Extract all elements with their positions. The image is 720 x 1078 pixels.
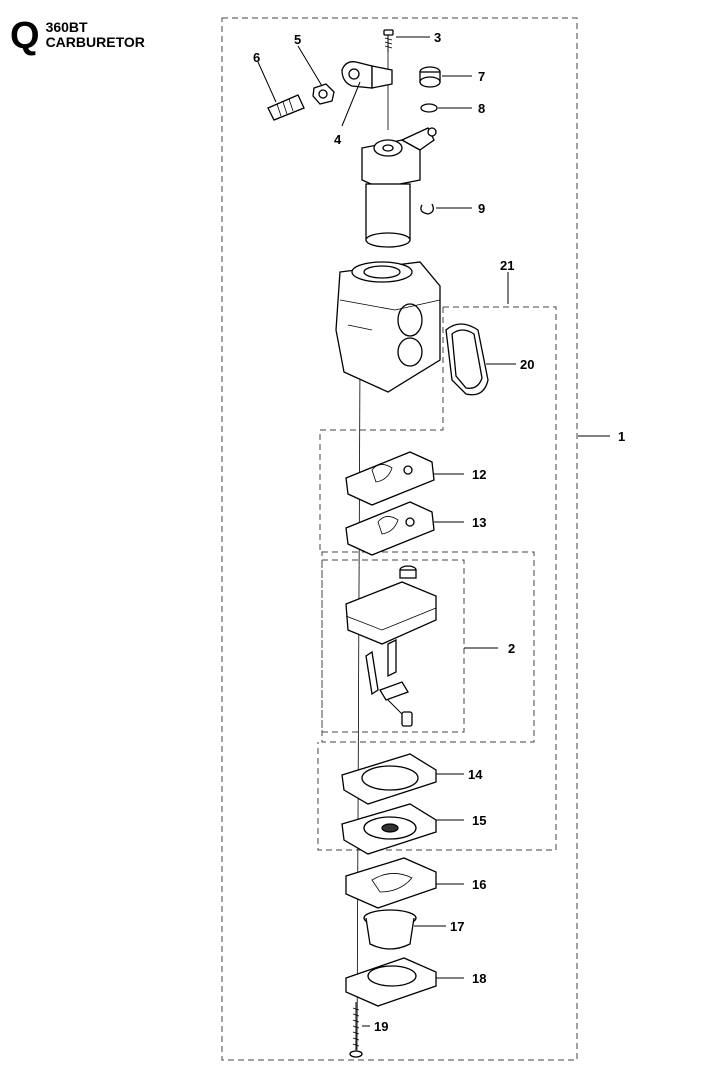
- part-gasket-12: [345, 451, 435, 506]
- assembly-box-21-top: [319, 307, 444, 550]
- callout-3: 3: [434, 30, 441, 45]
- part-cup-17: [363, 909, 417, 950]
- part-clip-9: [420, 203, 434, 215]
- part-end-cover-18: [345, 957, 437, 1007]
- callout-14: 14: [468, 767, 483, 782]
- callout-16: 16: [472, 877, 486, 892]
- callout-7: 7: [478, 69, 485, 84]
- assembly-box-1: [221, 17, 578, 1061]
- callout-21: 21: [500, 258, 514, 273]
- part-gasket-20: [445, 323, 489, 396]
- assembly-box-21: [317, 306, 557, 851]
- callout-18: 18: [472, 971, 486, 986]
- model-name: 360BT: [45, 19, 88, 35]
- part-oring-8: [420, 103, 438, 113]
- part-bracket-4: [341, 61, 393, 89]
- part-gasket-14: [341, 753, 437, 805]
- assembly-title: CARBURETOR: [45, 34, 145, 50]
- callout-19: 19: [374, 1019, 388, 1034]
- part-metering-assembly-2: [345, 565, 437, 727]
- callout-6: 6: [253, 50, 260, 65]
- part-plug-7: [419, 66, 441, 88]
- callout-5: 5: [294, 32, 301, 47]
- page-header: Q 360BT CARBURETOR: [10, 15, 145, 57]
- callout-12: 12: [472, 467, 486, 482]
- part-diaphragm-15: [341, 803, 437, 855]
- callout-2: 2: [508, 641, 515, 656]
- assembly-box-inner: [321, 559, 465, 733]
- callout-13: 13: [472, 515, 486, 530]
- callout-9: 9: [478, 201, 485, 216]
- part-throttle-barrel: [361, 127, 437, 248]
- callout-20: 20: [520, 357, 534, 372]
- part-nut-5: [312, 83, 335, 105]
- leader-lines: [257, 36, 610, 1027]
- callout-4: 4: [334, 132, 342, 147]
- section-letter: Q: [10, 15, 40, 57]
- part-gasket-13: [345, 501, 435, 556]
- part-adjuster-6: [267, 94, 305, 121]
- callout-15: 15: [472, 813, 486, 828]
- assembly-box-2: [321, 551, 535, 743]
- assembly-axis: [356, 359, 361, 1051]
- part-carburetor-body: [335, 261, 441, 393]
- part-long-screw-19: [349, 1002, 363, 1058]
- callout-8: 8: [478, 101, 485, 116]
- part-screw-3: [383, 29, 394, 52]
- title-block: 360BT CARBURETOR: [46, 20, 145, 50]
- callout-1: 1: [618, 429, 625, 444]
- part-pump-cover-16: [345, 857, 437, 909]
- callout-17: 17: [450, 919, 464, 934]
